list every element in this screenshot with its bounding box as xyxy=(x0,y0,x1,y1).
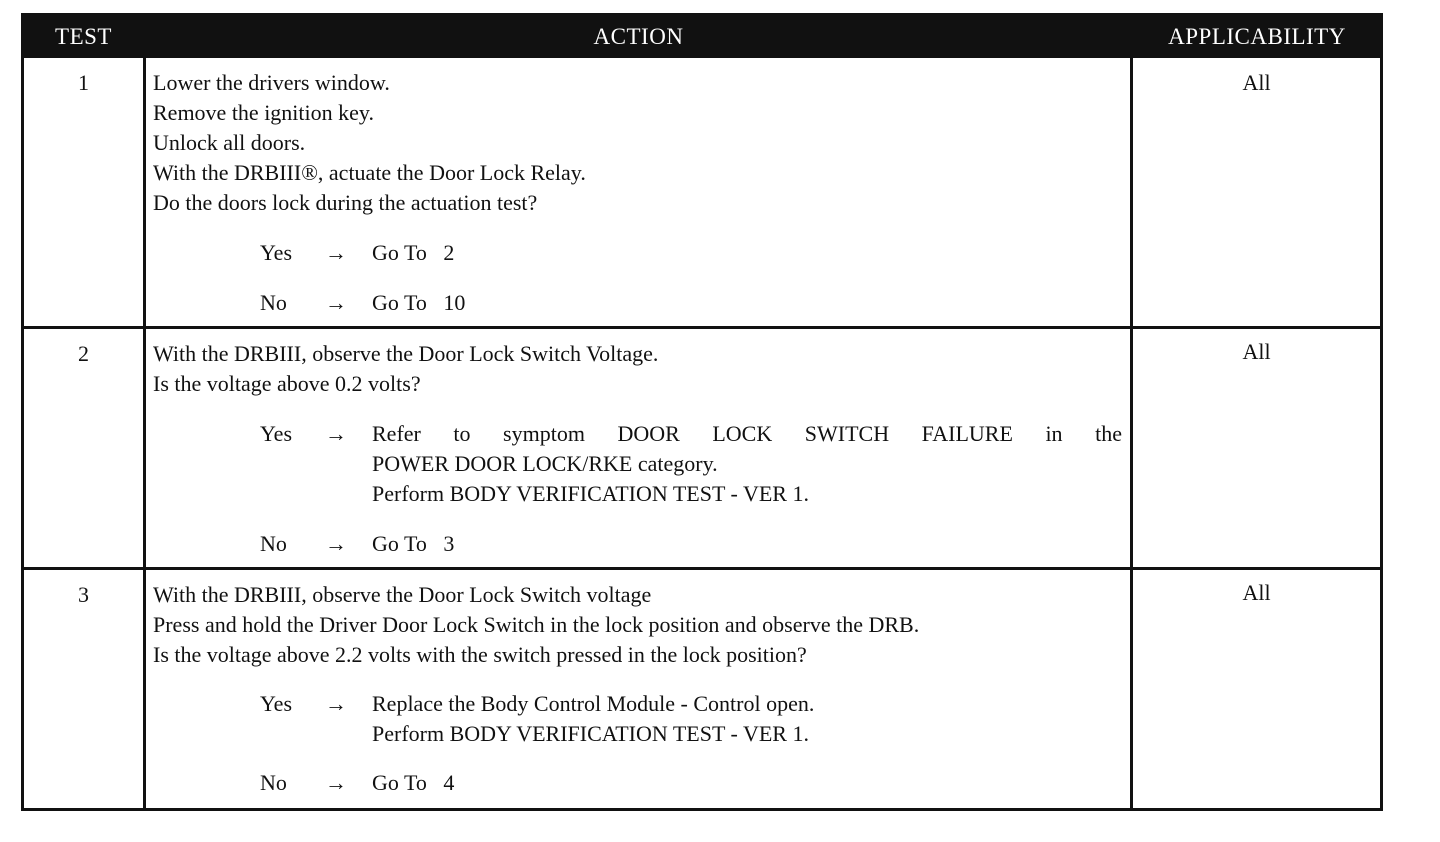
no-answer: No → Go To 10 xyxy=(153,288,1123,318)
yes-answer: Yes → Refer to symptom DOOR LOCK SWITCH FAILUR… xyxy=(153,419,1123,509)
action-cell: Lower the drivers window. Remove the ign… xyxy=(153,68,1123,318)
action-cell: With the DRBIII, observe the Door Lock S… xyxy=(153,339,1123,559)
result-word: Refer xyxy=(372,421,421,446)
test-number: 2 xyxy=(78,341,89,366)
applicability-value: All xyxy=(1242,580,1271,605)
result-word: DOOR xyxy=(617,421,680,446)
header-applicability: APPLICABILITY xyxy=(1168,24,1346,49)
no-label: No xyxy=(260,770,287,795)
result-line: Replace the Body Control Module - Contro… xyxy=(372,691,815,716)
action-line: Is the voltage above 2.2 volts with the … xyxy=(153,642,807,667)
action-line: Unlock all doors. xyxy=(153,130,306,155)
yes-answer: Yes → Go To 2 xyxy=(153,238,1123,268)
arrow-right-icon: → xyxy=(325,290,347,315)
result-word: symptom xyxy=(503,421,585,446)
action-cell: With the DRBIII, observe the Door Lock S… xyxy=(153,580,1123,798)
row-divider xyxy=(24,326,1380,329)
action-line: With the DRBIII®, actuate the Door Lock … xyxy=(153,160,586,185)
yes-result: Replace the Body Control Module - Contro… xyxy=(372,689,1122,749)
result-word: to xyxy=(453,421,471,446)
result-line: Perform BODY VERIFICATION TEST - VER 1. xyxy=(372,481,809,506)
arrow-right-icon: → xyxy=(325,240,347,265)
action-line: Press and hold the Driver Door Lock Swit… xyxy=(153,612,920,637)
table-row: 3 All With the DRBIII, observe the Door … xyxy=(24,570,1380,808)
column-divider xyxy=(143,58,146,808)
yes-label: Yes xyxy=(260,240,293,265)
result-word: SWITCH xyxy=(804,421,890,446)
no-label: No xyxy=(260,290,287,315)
header-action: ACTION xyxy=(593,24,684,49)
header-test: TEST xyxy=(55,24,112,49)
table-row: 2 All With the DRBIII, observe the Door … xyxy=(24,329,1380,567)
yes-answer: Yes → Replace the Body Control Module - … xyxy=(153,689,1123,749)
no-answer: No → Go To 4 xyxy=(153,768,1123,798)
no-label: No xyxy=(260,531,287,556)
result-word: in xyxy=(1045,421,1063,446)
row-divider xyxy=(24,567,1380,570)
action-line: With the DRBIII, observe the Door Lock S… xyxy=(153,341,659,366)
result-line: Refer to symptom DOOR LOCK SWITCH FAILURE in the xyxy=(372,419,1122,449)
action-line: Lower the drivers window. xyxy=(153,70,390,95)
table-row: 1 All Lower the drivers window. Remove t… xyxy=(24,58,1380,326)
column-divider xyxy=(1130,58,1133,808)
result-line: POWER DOOR LOCK/RKE category. xyxy=(372,451,718,476)
no-result: Go To 10 xyxy=(372,290,466,315)
yes-result: Refer to symptom DOOR LOCK SWITCH FAILURE in the… xyxy=(372,419,1122,509)
action-line: Remove the ignition key. xyxy=(153,100,374,125)
result-word: FAILURE xyxy=(921,421,1013,446)
yes-label: Yes xyxy=(260,691,293,716)
result-word: LOCK xyxy=(712,421,773,446)
yes-label: Yes xyxy=(260,421,293,446)
applicability-value: All xyxy=(1242,70,1271,95)
yes-result: Go To 2 xyxy=(372,240,455,265)
action-line: Do the doors lock during the actuation t… xyxy=(153,190,538,215)
no-answer: No → Go To 3 xyxy=(153,529,1123,559)
arrow-right-icon: → xyxy=(325,421,347,446)
arrow-right-icon: → xyxy=(325,770,347,795)
applicability-value: All xyxy=(1242,339,1271,364)
arrow-right-icon: → xyxy=(325,691,347,716)
table-header: TEST ACTION APPLICABILITY xyxy=(24,16,1380,58)
diagnostic-table: TEST ACTION APPLICABILITY 1 All Lower th… xyxy=(21,13,1383,811)
test-number: 1 xyxy=(78,70,89,95)
action-line: With the DRBIII, observe the Door Lock S… xyxy=(153,582,652,607)
arrow-right-icon: → xyxy=(325,531,347,556)
action-line: Is the voltage above 0.2 volts? xyxy=(153,371,421,396)
result-line: Perform BODY VERIFICATION TEST - VER 1. xyxy=(372,721,809,746)
result-word: the xyxy=(1095,421,1122,446)
no-result: Go To 3 xyxy=(372,531,455,556)
test-number: 3 xyxy=(78,582,89,607)
no-result: Go To 4 xyxy=(372,770,455,795)
